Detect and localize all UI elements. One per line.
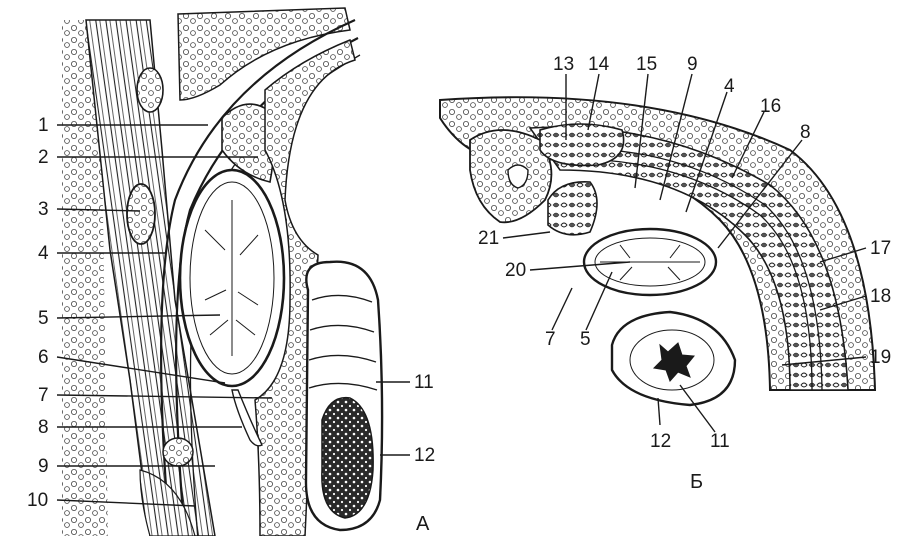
callout-a-7: 7 [38, 385, 49, 406]
panel-a-vessel-3 [127, 184, 155, 244]
callout-b-7: 7 [545, 329, 556, 350]
callout-a-12: 12 [414, 445, 435, 466]
callout-b-11: 11 [710, 431, 730, 452]
callout-b-8: 8 [800, 122, 811, 143]
callout-b-17: 17 [870, 238, 891, 259]
panel-b-label: Б [690, 471, 703, 493]
callout-b-19: 19 [870, 347, 891, 368]
panel-b-muscle-13 [540, 124, 624, 165]
panel-b-drawing [440, 97, 875, 405]
callout-b-20: 20 [505, 260, 526, 281]
callout-a-4: 4 [38, 243, 49, 264]
callout-a-9: 9 [38, 456, 49, 477]
callout-b-9: 9 [687, 54, 698, 75]
callout-b-15: 15 [636, 54, 657, 75]
panel-a-drawing [62, 8, 382, 536]
panel-a-label: А [416, 513, 430, 535]
callout-a-10: 10 [27, 490, 48, 511]
callout-b-12: 12 [650, 431, 671, 452]
callout-a-3: 3 [38, 199, 49, 220]
callout-b-16: 16 [760, 96, 781, 117]
callout-b-21: 21 [478, 228, 499, 249]
callout-a-11: 11 [414, 372, 434, 393]
panel-a-lower-vessel [163, 438, 193, 466]
callout-a-8: 8 [38, 417, 49, 438]
callout-b-14: 14 [588, 54, 610, 75]
callout-b-4: 4 [724, 76, 735, 97]
panel-b-psoas [548, 182, 597, 235]
callout-b-5: 5 [580, 329, 591, 350]
panel-a-colon-content [322, 398, 373, 518]
panel-a-vessel-upper [137, 68, 163, 112]
callout-a-6: 6 [38, 347, 49, 368]
callout-b-13: 13 [553, 54, 574, 75]
callout-a-1: 1 [38, 115, 49, 136]
callout-a-5: 5 [38, 308, 49, 329]
callout-b-18: 18 [870, 286, 891, 307]
callout-a-2: 2 [38, 147, 49, 168]
